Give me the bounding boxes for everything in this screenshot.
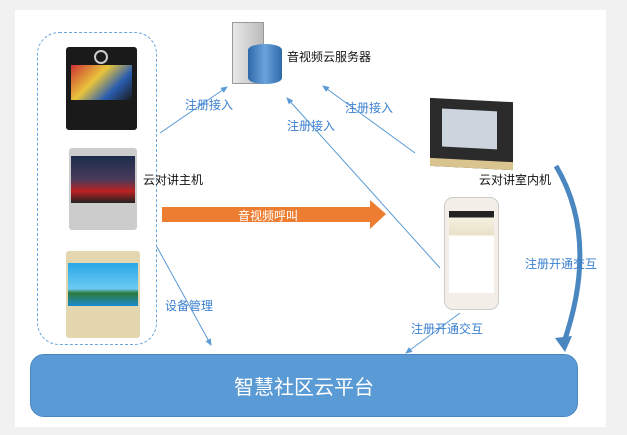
indoor-interact-arrow	[553, 164, 583, 346]
cloud-platform: 智慧社区云平台	[30, 354, 578, 417]
phone-register-label: 注册接入	[287, 119, 336, 133]
door-station-black	[66, 47, 137, 130]
host-register-label: 注册接入	[185, 98, 234, 112]
door-station-silver	[69, 148, 137, 230]
device-mgmt-label: 设备管理	[165, 299, 214, 313]
smartphone	[444, 197, 499, 310]
call-arrow	[162, 200, 386, 229]
server-icon	[230, 22, 283, 85]
call-label: 音视频呼叫	[238, 209, 299, 223]
server-label: 音视频云服务器	[287, 50, 372, 64]
door-station-gold	[66, 251, 140, 338]
indoor-register-label: 注册接入	[345, 101, 394, 115]
indoor-interact-label: 注册开通交互	[525, 257, 598, 271]
platform-label: 智慧社区云平台	[234, 375, 374, 399]
indoor-register-line	[322, 85, 416, 154]
device-mgmt-line	[156, 246, 212, 346]
host-group-box	[37, 32, 157, 345]
phone-interact-line	[405, 312, 461, 354]
host-register-line	[159, 86, 228, 134]
phone-interact-label: 注册开通交互	[411, 322, 484, 336]
indoor-label: 云对讲室内机	[479, 173, 552, 187]
phone-register-line	[286, 97, 441, 269]
host-label: 云对讲主机	[143, 173, 204, 187]
